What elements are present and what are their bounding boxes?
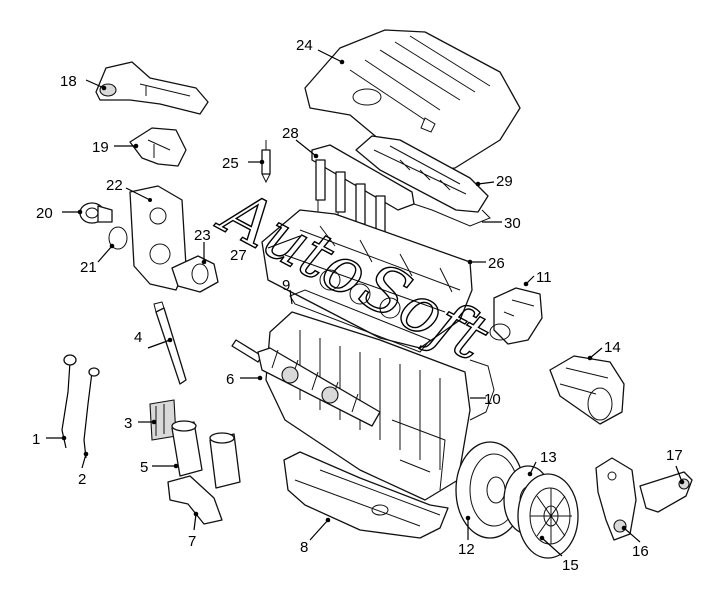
- starter-motor: [549, 355, 625, 425]
- callout-10: 10: [484, 391, 501, 408]
- callout-28: 28: [282, 125, 299, 142]
- thermostat-housing: [489, 287, 543, 345]
- water-outlet: [79, 202, 113, 224]
- callout-18: 18: [60, 73, 77, 90]
- callout-2: 2: [78, 471, 86, 488]
- hose-2: [83, 371, 93, 459]
- timing-cover: [469, 359, 495, 421]
- crankshaft: [231, 339, 381, 427]
- callout-7: 7: [188, 533, 196, 550]
- callout-19: 19: [92, 139, 109, 156]
- callout-29: 29: [496, 173, 513, 190]
- callout-1: 1: [32, 431, 40, 448]
- engine-cover: [304, 29, 521, 173]
- callout-4: 4: [134, 329, 142, 346]
- engine-mount-bracket: [595, 457, 637, 541]
- cylinder-head: [261, 209, 473, 349]
- callout-24: 24: [296, 37, 313, 54]
- callout-16: 16: [632, 543, 649, 560]
- hose-1: [61, 361, 71, 449]
- callout-30: 30: [504, 215, 521, 232]
- callout-9: 9: [282, 277, 290, 294]
- oil-pipe: [167, 475, 223, 525]
- callout-27: 27: [230, 247, 247, 264]
- water-pump-housing: [129, 185, 187, 291]
- head-gasket: [289, 289, 431, 353]
- leader-dots: [61, 59, 685, 541]
- callout-11: 11: [536, 269, 552, 286]
- o-ring: [108, 226, 128, 250]
- callout-13: 13: [540, 449, 557, 466]
- callout-12: 12: [458, 541, 475, 558]
- oil-filter: [171, 420, 241, 489]
- leader-lines: [46, 49, 683, 557]
- mount-bracket: [129, 127, 187, 167]
- callout-3: 3: [124, 415, 132, 432]
- oil-pump: [171, 255, 219, 293]
- callout-6: 6: [226, 371, 234, 388]
- oil-filter-sleeve: [149, 399, 177, 441]
- callout-17: 17: [666, 447, 683, 464]
- upper-mount: [95, 61, 209, 115]
- callout-22: 22: [106, 177, 123, 194]
- callout-21: 21: [80, 259, 97, 276]
- callout-8: 8: [300, 539, 308, 556]
- oil-sump: [283, 451, 449, 539]
- callout-20: 20: [36, 205, 53, 222]
- pressure-plate: [517, 473, 579, 559]
- rocker-cover: [355, 135, 491, 227]
- callout-26: 26: [488, 255, 505, 272]
- callout-23: 23: [194, 227, 211, 244]
- callout-25: 25: [222, 155, 239, 172]
- callout-14: 14: [604, 339, 621, 356]
- mount-link: [639, 471, 693, 513]
- callout-15: 15: [562, 557, 579, 574]
- dipstick-tube: [153, 301, 187, 385]
- callout-5: 5: [140, 459, 148, 476]
- ignition-coil: [311, 144, 415, 248]
